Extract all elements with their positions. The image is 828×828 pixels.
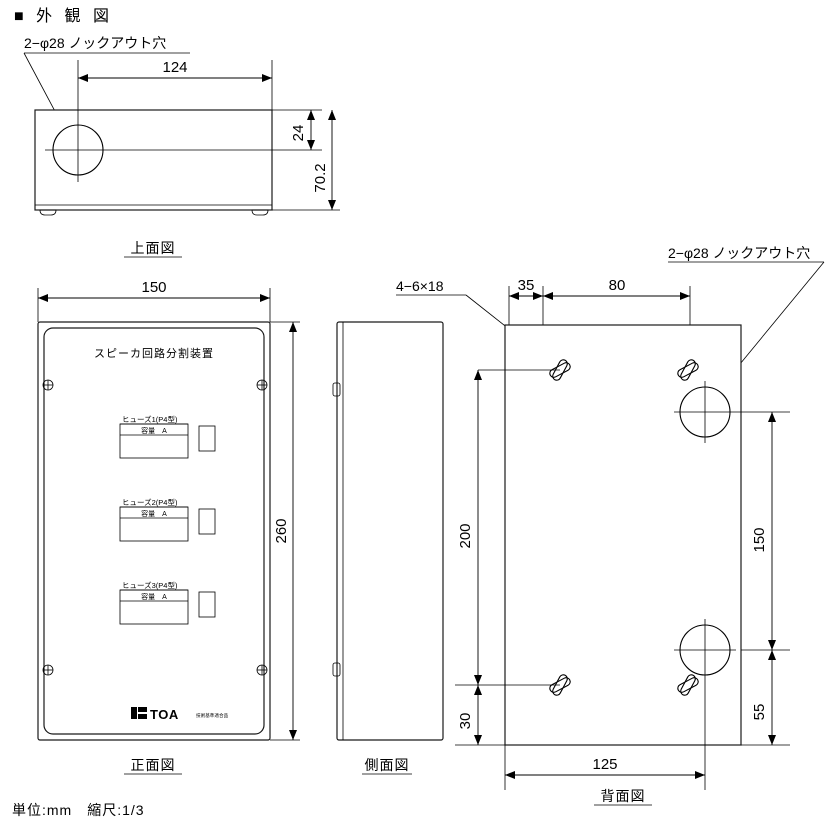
page-title: ■ 外 観 図 <box>14 8 114 25</box>
front-dim-260: 260 <box>270 321 300 741</box>
top-dim-124-value: 124 <box>162 59 187 76</box>
top-dim-24-value: 24 <box>290 125 307 142</box>
top-dim-24: 24 <box>272 109 322 151</box>
fuse-2-capacity: 容量 A <box>141 509 167 518</box>
front-view-cabinet <box>37 321 271 741</box>
back-slot-bottom-left <box>549 674 571 696</box>
front-view-panel <box>43 327 265 735</box>
fuse-1-capacity: 容量 A <box>141 426 167 435</box>
back-dim-200-value: 200 <box>457 523 474 548</box>
front-view-label: 正面図 <box>131 757 176 773</box>
fuse-3-holder <box>198 591 216 618</box>
back-slot-top-right <box>677 359 699 381</box>
side-view-hinge-top <box>332 382 341 397</box>
top-view-group: 2−φ28 ノックアウト穴 124 <box>23 35 340 258</box>
side-view-label: 側面図 <box>365 757 410 773</box>
back-knockout-bottom <box>674 619 736 681</box>
back-dim-150-value: 150 <box>751 527 768 552</box>
side-view-hinge-bottom <box>332 662 341 677</box>
back-dim-30-value: 30 <box>457 713 474 730</box>
back-knockout-top <box>674 381 736 443</box>
side-view-body <box>336 321 444 741</box>
front-view-group: 150 スピーカ回路分割装置 <box>37 279 300 775</box>
certification-text: 技術基準適合品 <box>196 712 229 719</box>
back-dim-55-value: 55 <box>751 704 768 721</box>
back-view-group: 4−6×18 2−φ28 ノックアウト穴 35 <box>396 245 825 806</box>
front-dim-150: 150 <box>37 279 271 322</box>
back-view-plate <box>504 324 742 746</box>
fuse-1-label: ヒューズ1(P4型) <box>122 414 178 424</box>
back-dim-80-value: 80 <box>609 277 626 294</box>
top-view-foot-right <box>251 209 269 216</box>
front-screw-bottom-right <box>256 664 268 676</box>
top-knockout-label: 2−φ28 ノックアウト穴 <box>24 35 166 51</box>
top-dim-124: 124 <box>77 59 273 112</box>
back-dim-55: 55 <box>741 650 790 746</box>
back-slot-bottom-right <box>677 674 699 696</box>
toa-brand-text: TOA <box>150 707 179 722</box>
fuse-block-2: ヒューズ2(P4型) 容量 A <box>119 497 216 542</box>
back-dim-150: 150 <box>736 411 790 651</box>
toa-mark-icon <box>131 707 137 719</box>
front-dim-260-value: 260 <box>273 518 290 543</box>
back-knockout-callout: 2−φ28 ノックアウト穴 <box>668 245 825 399</box>
unit-scale-note: 単位:mm 縮尺:1/3 <box>12 802 145 818</box>
fuse-block-3: ヒューズ3(P4型) 容量 A <box>119 580 216 625</box>
back-dim-200: 200 <box>457 369 560 686</box>
back-slot-top-left <box>549 359 571 381</box>
top-dim-70-2-value: 70.2 <box>312 163 329 192</box>
fuse-2-holder <box>198 508 216 535</box>
fuse-3-label: ヒューズ3(P4型) <box>122 580 178 590</box>
back-dim-30: 30 <box>455 684 505 746</box>
front-screw-top-right <box>256 379 268 391</box>
toa-logo: TOA 技術基準適合品 <box>131 707 229 722</box>
back-dim-125: 125 <box>504 681 706 790</box>
side-view-group: 側面図 <box>332 321 444 775</box>
top-view-body <box>34 109 273 211</box>
back-dim-125-value: 125 <box>592 756 617 773</box>
fuse-1-holder <box>198 425 216 452</box>
front-panel-title: スピーカ回路分割装置 <box>94 346 214 360</box>
fuse-block-1: ヒューズ1(P4型) 容量 A <box>119 414 216 459</box>
top-view-label: 上面図 <box>131 240 176 256</box>
back-view-label: 背面図 <box>601 788 646 804</box>
back-dim-35-value: 35 <box>518 277 535 294</box>
fuse-3-capacity: 容量 A <box>141 592 167 601</box>
front-dim-150-value: 150 <box>141 279 166 296</box>
back-knockout-callout-text: 2−φ28 ノックアウト穴 <box>668 245 810 261</box>
back-slot-callout-text: 4−6×18 <box>396 278 444 294</box>
top-dim-70-2: 70.2 <box>272 110 340 211</box>
front-screw-top-left <box>42 379 54 391</box>
top-view-foot-left <box>39 209 57 216</box>
front-screw-bottom-left <box>42 664 54 676</box>
fuse-2-label: ヒューズ2(P4型) <box>122 497 178 507</box>
